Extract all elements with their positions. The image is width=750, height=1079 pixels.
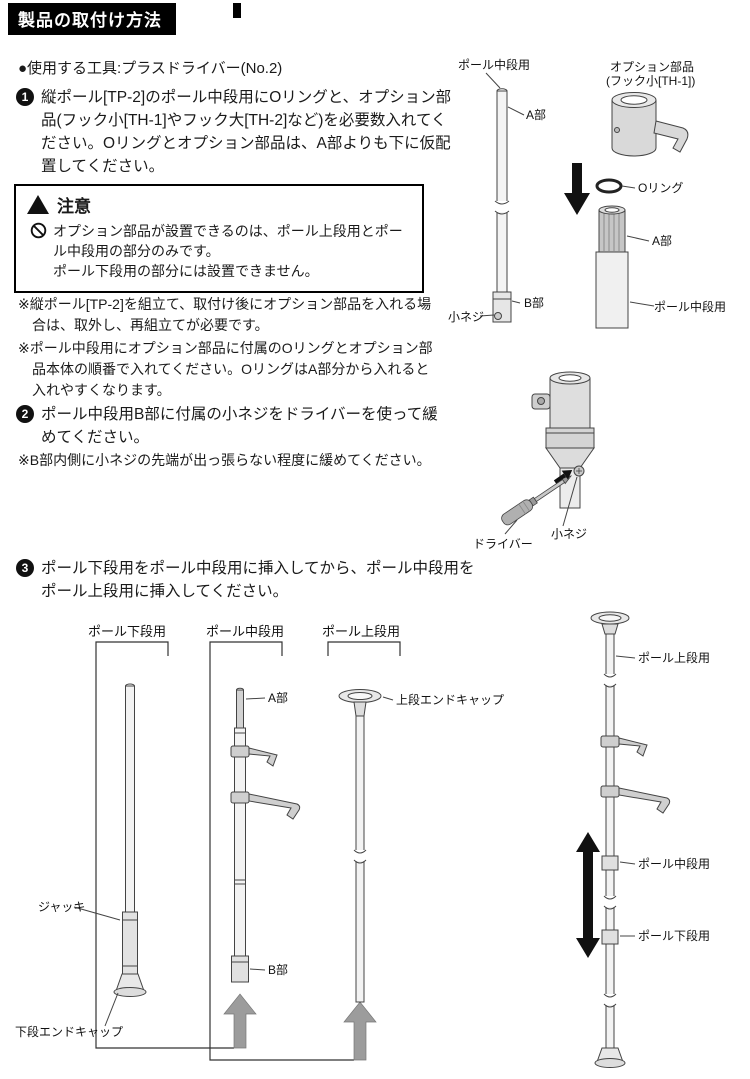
- d1-option-label-1: オプション部品: [610, 59, 694, 74]
- d3-assembled-lower-label: ポール下段用: [638, 928, 710, 943]
- break-mark: [603, 905, 617, 910]
- step-2-text: ポール中段用B部に付属の小ネジをドライバーを使って緩めてください。: [41, 406, 438, 446]
- pole-joint-figure: [531, 371, 595, 509]
- diagram-assembly: ポール下段用 ポール中段用 ポール上段用 A部 ジャッキ 下段エンドキャップ B…: [15, 611, 710, 1068]
- d3-lower-cap-label: 下段エンドキャップ: [15, 1024, 123, 1039]
- warning-box: ! 注意 オプション部品が設置できるのは、ポール上段用とポール中段用の部分のみで…: [14, 184, 424, 293]
- break-mark: [603, 993, 617, 998]
- d2-driver-label: ドライバー: [473, 537, 533, 551]
- oring-figure: [595, 178, 636, 194]
- step-2: 2 ポール中段用B部に付属の小ネジをドライバーを使って緩めてください。: [16, 403, 441, 449]
- warning-body: オプション部品が設置できるのは、ポール上段用とポール中段用の部分のみです。 ポー…: [26, 221, 412, 281]
- break-mark: [603, 673, 617, 678]
- d1-pole-mid-label: ポール中段用: [458, 57, 530, 72]
- d1-part-a2-label: A部: [652, 233, 672, 248]
- screwdriver-figure: [501, 475, 573, 526]
- break-mark: [494, 210, 510, 215]
- jack: [122, 911, 138, 975]
- break-mark: [494, 200, 510, 205]
- d3-pole-lower-label: ポール下段用: [88, 624, 166, 639]
- hook-large: [230, 791, 250, 804]
- screw: [494, 312, 502, 320]
- d1-oring-label: Oリング: [638, 181, 683, 195]
- break-mark: [603, 895, 617, 900]
- d3-part-b-label: B部: [268, 962, 288, 977]
- diagram-screwdriver: 小ネジ ドライバー: [473, 371, 595, 551]
- d3-pole-upper-label: ポール上段用: [322, 624, 400, 639]
- warning-title-row: ! 注意: [26, 192, 412, 217]
- prohibition-icon: [30, 222, 47, 239]
- lower-end-cap: [113, 987, 147, 997]
- d2-screw-label: 小ネジ: [551, 527, 587, 541]
- step-1-text: 縦ポール[TP-2]のポール中段用にOリングと、オプション部品(フック小[TH-…: [41, 89, 452, 175]
- d1-option-label-2: (フック小[TH-1]): [606, 74, 695, 88]
- break-mark: [353, 859, 367, 864]
- d3-jack-label: ジャッキ: [38, 900, 85, 914]
- d3-pole-middle-label: ポール中段用: [206, 624, 284, 639]
- flow-lines: [95, 641, 401, 1061]
- break-mark: [353, 849, 367, 854]
- step-3-number: 3: [16, 559, 34, 577]
- insert-up-arrow-middle: [223, 993, 257, 1049]
- insert-down-arrow: [564, 163, 590, 215]
- warning-triangle-icon: !: [27, 195, 49, 214]
- step-3-text: ポール下段用をポール中段用に挿入してから、ポール中段用をポール上段用に挿入してく…: [41, 560, 475, 600]
- assembled-pole-figure: [590, 611, 671, 1068]
- d3-assembled-upper-label: ポール上段用: [638, 650, 710, 665]
- diagram-oring-option: ポール中段用 A部 B部 小ネジ オプション部品 (フック小[TH-1]) Oリ…: [448, 57, 726, 329]
- warning-lines: オプション部品が設置できるのは、ポール上段用とポール中段用の部分のみです。 ポー…: [53, 221, 409, 281]
- insert-up-arrow-upper: [343, 1001, 377, 1061]
- d3-upper-cap-label: 上段エンドキャップ: [396, 692, 504, 707]
- warning-line-2: ポール下段用の部分には設置できません。: [53, 263, 319, 279]
- d1-pole-mid2-label: ポール中段用: [654, 299, 726, 314]
- hook-large: [600, 785, 620, 798]
- note-1: ※縦ポール[TP-2]を組立て、取付け後にオプション部品を入れる場合は、取外し、…: [18, 296, 432, 333]
- break-mark: [603, 683, 617, 688]
- mid-pole-figure: [479, 72, 525, 323]
- hook-arm: [653, 120, 689, 153]
- step-2-number: 2: [16, 405, 34, 423]
- break-mark: [603, 1003, 617, 1008]
- hook-small: [230, 745, 250, 758]
- mid-joint-collar: [601, 855, 619, 871]
- header-notch: [233, 3, 241, 18]
- note-3: ※B部内側に小ネジの先端が出っ張らない程度に緩めてください。: [18, 452, 431, 468]
- push-arrow: [553, 469, 573, 484]
- part-b-collar: [231, 955, 249, 983]
- d1-part-a-label: A部: [526, 107, 546, 122]
- adjust-double-arrow: [576, 832, 600, 958]
- d3-assembled-middle-label: ポール中段用: [638, 856, 710, 871]
- part-a-tip: [236, 689, 244, 729]
- hook-small: [600, 735, 620, 748]
- lower-pole-figure: [73, 683, 147, 1027]
- warning-title: 注意: [57, 197, 91, 216]
- d1-screw-label: 小ネジ: [448, 310, 484, 324]
- lower-joint-collar: [601, 929, 619, 945]
- upper-pole-figure: [338, 689, 394, 1003]
- step-1-number: 1: [16, 88, 34, 106]
- mid-pole-top-figure: [595, 205, 655, 329]
- warning-line-1: オプション部品が設置できるのは、ポール上段用とポール中段用の部分のみです。: [53, 223, 403, 259]
- d1-part-b-label: B部: [524, 295, 544, 310]
- option-hook-figure: [611, 92, 689, 157]
- step-1: 1 縦ポール[TP-2]のポール中段用にOリングと、オプション部品(フック小[T…: [16, 86, 455, 178]
- warning-exclamation: !: [36, 199, 40, 214]
- page-title: 製品の取付け方法: [8, 3, 176, 35]
- note-2: ※ポール中段用にオプション部品に付属のOリングとオプション部品本体の順番で入れて…: [18, 340, 433, 398]
- d3-part-a-label: A部: [268, 690, 288, 705]
- tools-line: ●使用する工具:プラスドライバー(No.2): [18, 60, 283, 77]
- middle-pole-figure: [230, 687, 301, 983]
- step-3: 3 ポール下段用をポール中段用に挿入してから、ポール中段用をポール上段用に挿入し…: [16, 557, 477, 603]
